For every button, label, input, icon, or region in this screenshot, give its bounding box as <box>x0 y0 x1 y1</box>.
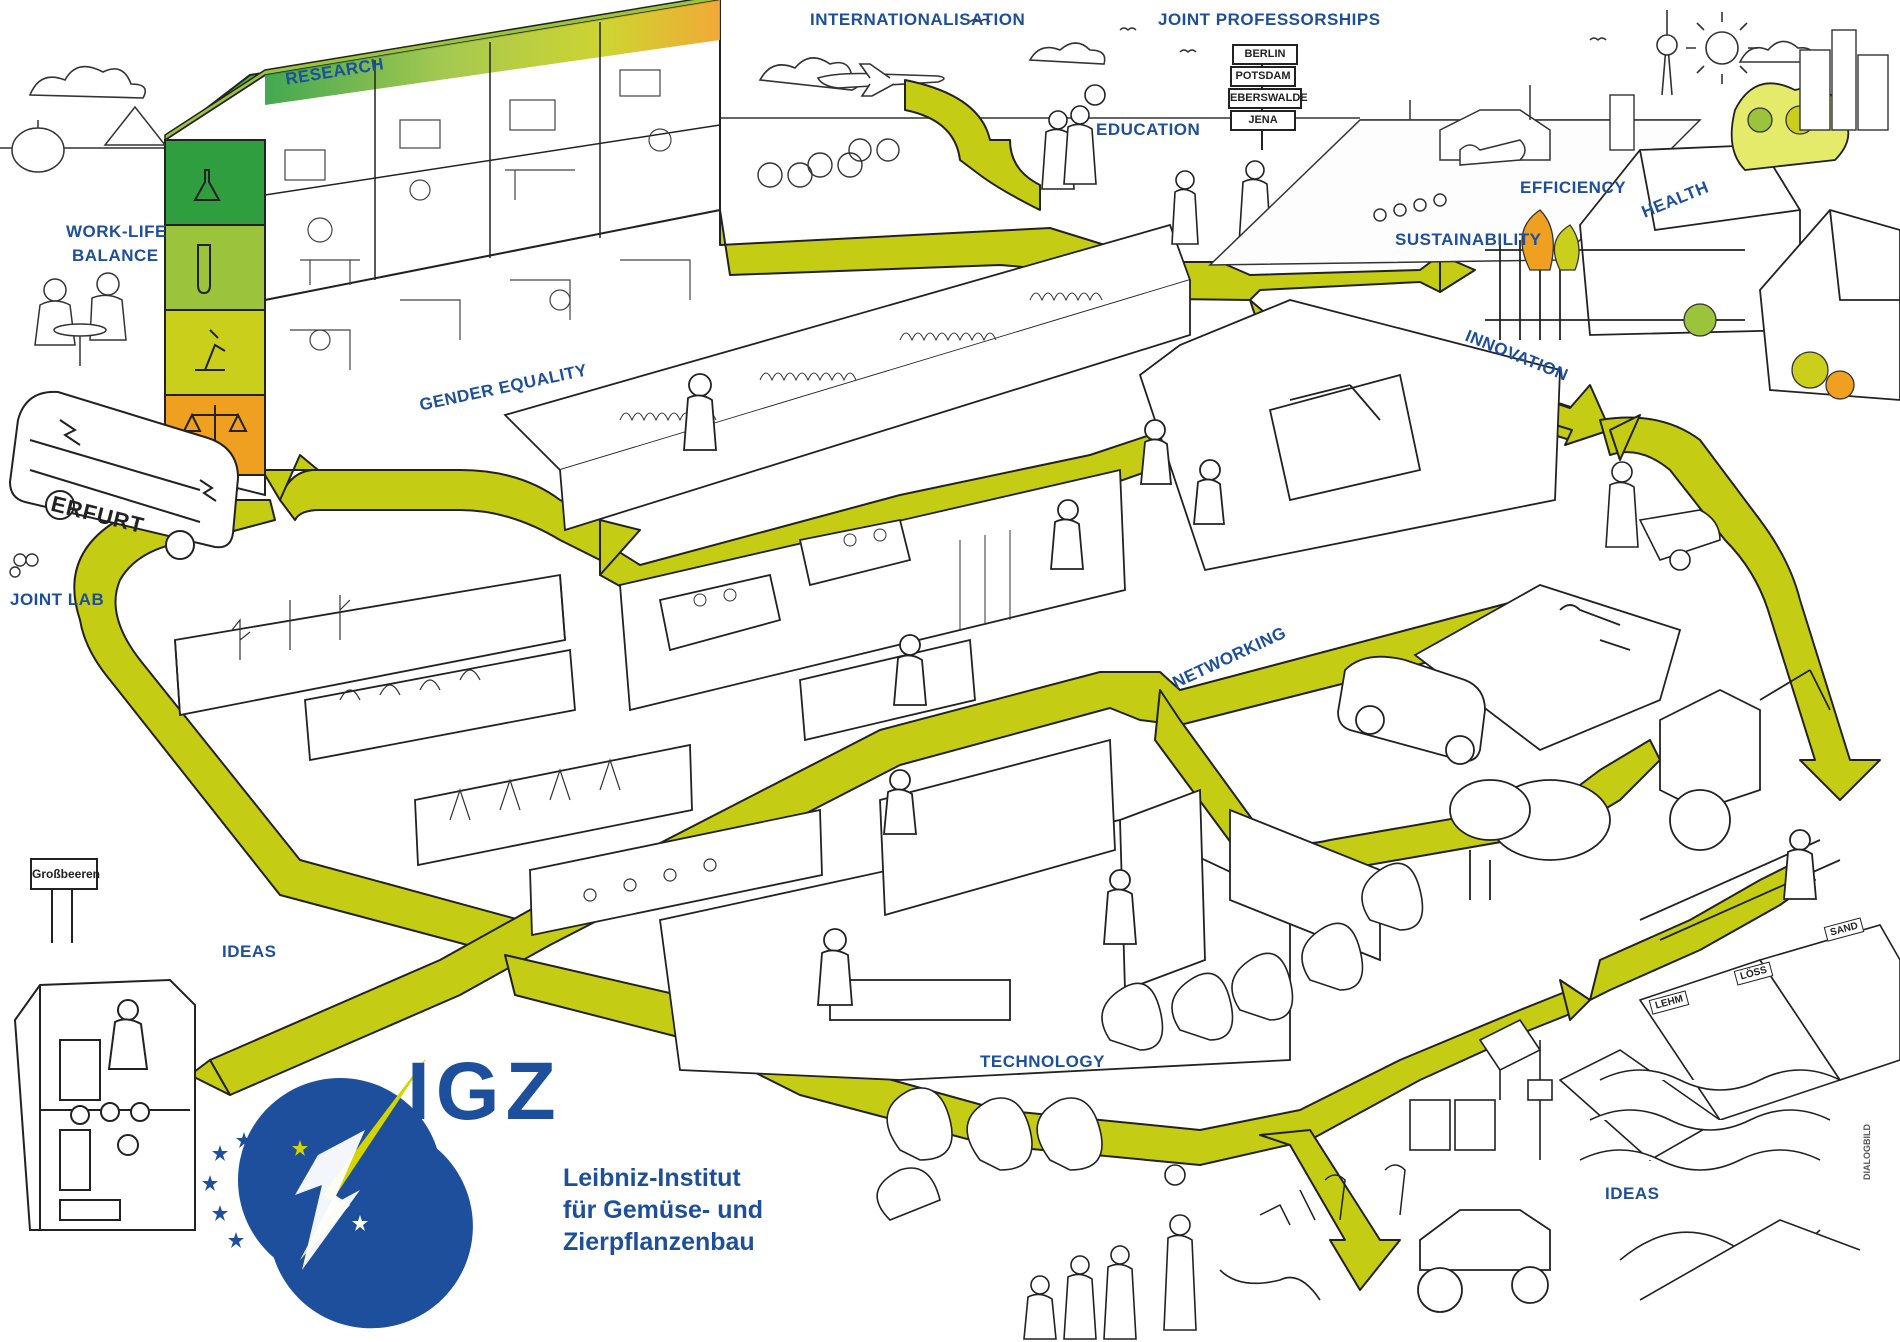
label-work-life-1: WORK-LIFE <box>66 222 167 241</box>
city-skyline <box>1609 29 1889 151</box>
microscope-icon <box>195 329 226 371</box>
signpost-berlin: BERLIN <box>1232 44 1298 65</box>
signpost-jena: JENA <box>1230 110 1296 131</box>
birds-storks <box>1259 1164 1406 1226</box>
signpost-potsdam: POTSDAM <box>1230 66 1296 87</box>
bus <box>8 390 240 560</box>
logo-line-3: Zierpflanzenbau <box>563 1228 755 1256</box>
label-ideas-left: IDEAS <box>222 942 277 961</box>
bottom-people <box>1023 1164 1321 1340</box>
logo-line-2: für Gemüse- und <box>563 1196 764 1224</box>
label-joint-professorships: JOINT PROFESSORSHIPS <box>1158 10 1381 29</box>
test-tube-icon <box>197 244 211 295</box>
research-building <box>164 0 721 497</box>
label-internationalisation: INTERNATIONALISATION <box>810 10 1026 29</box>
tv-tower <box>1656 10 1678 96</box>
sustainability-field <box>1208 85 1702 266</box>
credit-text: DIALOGBILD <box>1862 1124 1872 1180</box>
propagation-tables <box>619 468 1126 742</box>
town-sign: Großbeeren <box>30 858 100 890</box>
tractor <box>1417 1209 1551 1313</box>
bushes-left <box>9 553 39 578</box>
field-plots <box>1558 924 1900 1301</box>
town-sign-post <box>51 888 73 943</box>
label-efficiency: EFFICIENCY <box>1520 178 1627 197</box>
label-sustainability: SUSTAINABILITY <box>1395 230 1542 249</box>
igz-logo-mark <box>202 1059 473 1329</box>
label-education: EDUCATION <box>1096 120 1201 139</box>
sun-icon <box>1686 12 1758 84</box>
bikes <box>757 138 900 188</box>
plant-nursery-bench <box>503 223 1192 532</box>
machine-yard <box>1337 584 1841 941</box>
scale-icon <box>182 405 248 440</box>
birds <box>969 18 1607 53</box>
wheelbarrow-worker <box>1605 461 1721 571</box>
work-life-people <box>34 272 127 366</box>
airplane-icon <box>816 63 945 97</box>
logo-line-1: Leibniz-Institut <box>563 1164 741 1192</box>
ideas-room <box>13 978 196 1231</box>
label-joint-lab: JOINT LAB <box>10 590 105 609</box>
label-ideas-right: IDEAS <box>1605 1184 1660 1203</box>
signpost-eberswalde: EBERSWALDE <box>1228 88 1308 109</box>
flask-icon <box>193 169 221 201</box>
solar-panel <box>1478 1018 1553 1160</box>
robotics-lab <box>1138 299 1561 572</box>
storage-bins <box>1409 1099 1496 1151</box>
pumpkin-icon <box>11 105 167 173</box>
label-technology: TECHNOLOGY <box>980 1052 1105 1071</box>
label-work-life-2: BALANCE <box>72 246 159 265</box>
igz-logo-text: IGZ <box>407 1046 562 1137</box>
tree-line <box>876 862 1424 1221</box>
greenhouse-rows <box>174 573 823 937</box>
